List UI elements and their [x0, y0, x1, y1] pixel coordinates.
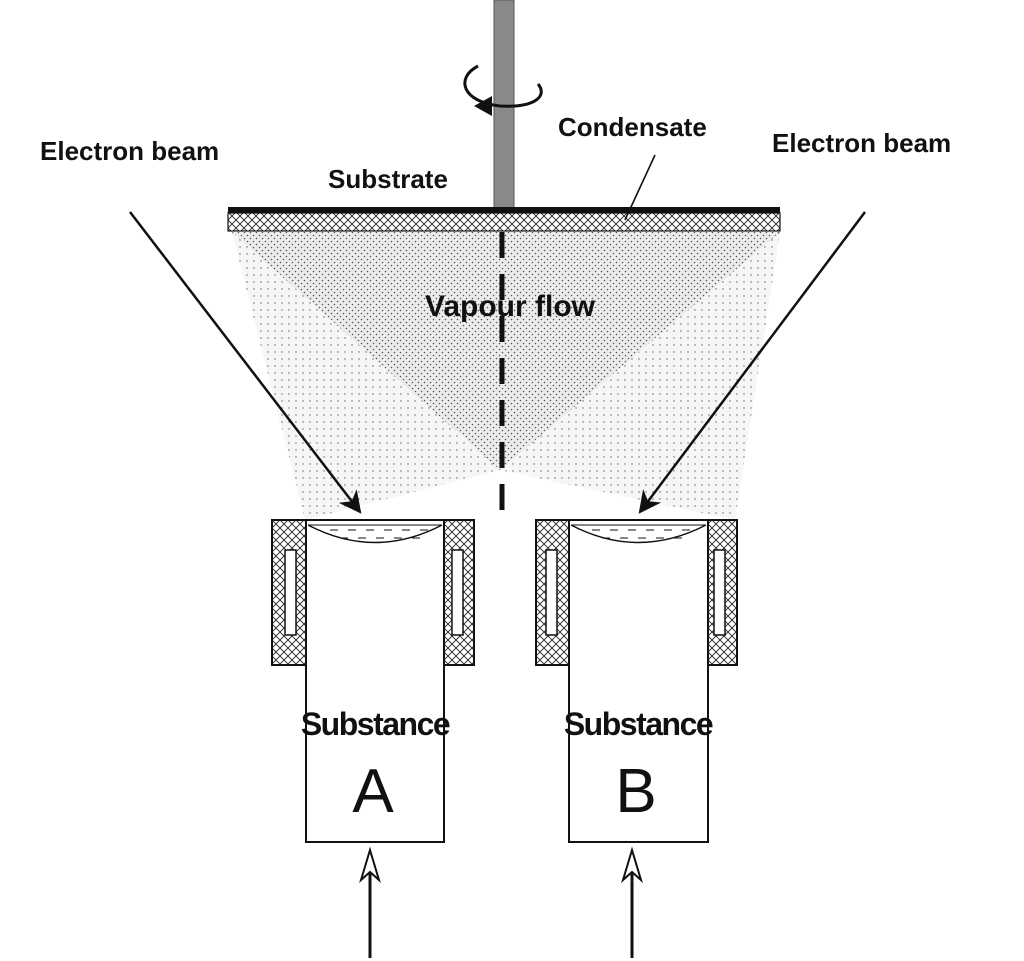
substance-b-letter: B [615, 757, 656, 826]
substance-a-letter: A [352, 757, 394, 826]
condensate-layer [227, 212, 781, 232]
feed-arrow-b [621, 846, 643, 958]
substance-a-word: Substance [301, 706, 450, 742]
crucible-a-body [305, 519, 445, 843]
label-vapour-flow: Vapour flow [425, 290, 596, 323]
crucible-b: Substance B [535, 519, 738, 843]
electron-beam-right-arrow [638, 211, 866, 514]
label-electron-beam-right: Electron beam [772, 128, 951, 158]
vapour-flow-region [232, 232, 780, 520]
substrate-holder-rod [493, 0, 515, 209]
substrate-plate [228, 207, 780, 213]
crucible-b-body [568, 519, 709, 843]
feed-arrow-a [359, 846, 381, 958]
substance-b-word: Substance [564, 706, 713, 742]
condensate-leader [624, 154, 656, 221]
label-condensate: Condensate [558, 112, 707, 142]
vapour-overlap [232, 232, 780, 470]
crucible-a: Substance A [271, 519, 475, 843]
label-electron-beam-left: Electron beam [40, 136, 219, 166]
electron-beam-left-arrow [129, 211, 362, 514]
rotation-arrow-icon [463, 64, 543, 116]
label-substrate: Substrate [328, 164, 448, 194]
